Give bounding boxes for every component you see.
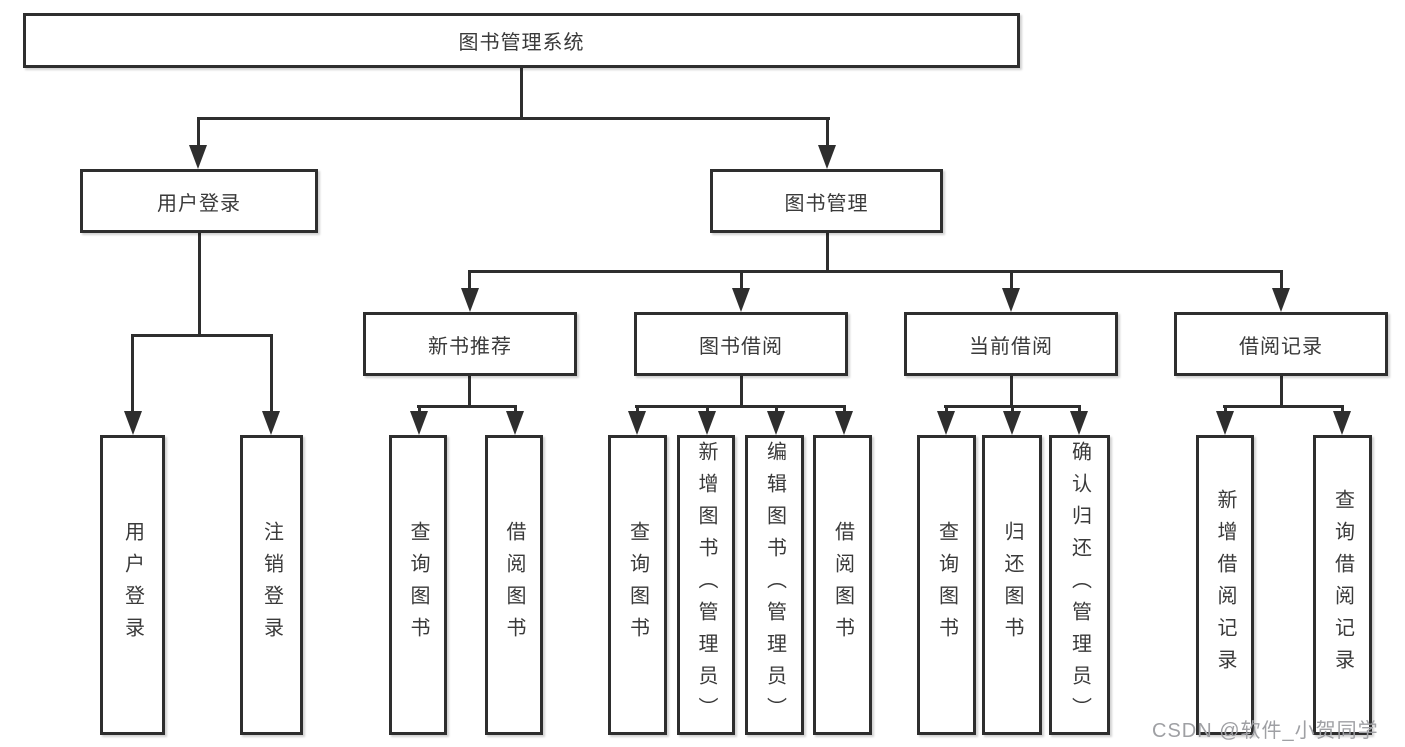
connector-line [1010, 270, 1013, 290]
node-label: 确认归还（管理员） [1068, 441, 1091, 729]
arrow-down-icon [410, 411, 428, 435]
connector-line [197, 117, 200, 147]
connector-line [775, 405, 778, 413]
connector-line [635, 405, 846, 408]
node-label: 注销登录 [260, 521, 283, 649]
arrow-down-icon [189, 145, 207, 169]
node-search-books-2: 查询图书 [608, 435, 667, 735]
arrow-down-icon [835, 411, 853, 435]
arrow-down-icon [1272, 288, 1290, 312]
connector-line [1341, 405, 1344, 413]
node-search-books-3: 查询图书 [917, 435, 976, 735]
connector-line [418, 405, 421, 413]
connector-line [1280, 270, 1283, 290]
node-label: 当前借阅 [969, 335, 1053, 358]
connector-line [1280, 376, 1283, 408]
node-user-login-leaf: 用户登录 [100, 435, 165, 735]
arrow-down-icon [732, 288, 750, 312]
connector-line [740, 376, 743, 408]
connector-line [740, 270, 743, 290]
arrow-down-icon [818, 145, 836, 169]
node-label: 归还图书 [1001, 521, 1023, 649]
connector-line [270, 334, 273, 413]
node-confirm-return-admin: 确认归还（管理员） [1049, 435, 1110, 735]
connector-line [636, 405, 639, 413]
connector-line [945, 405, 948, 413]
arrow-down-icon [1333, 411, 1351, 435]
node-label: 借阅图书 [503, 521, 525, 649]
node-search-books-1: 查询图书 [389, 435, 447, 735]
connector-line [131, 334, 134, 413]
node-new-book-recommendation: 新书推荐 [363, 312, 577, 376]
node-label: 借阅图书 [831, 521, 854, 649]
arrow-down-icon [698, 411, 716, 435]
arrow-down-icon [1003, 411, 1021, 435]
arrow-down-icon [262, 411, 280, 435]
connector-line [514, 405, 517, 413]
node-user-login: 用户登录 [80, 169, 318, 233]
node-logout: 注销登录 [240, 435, 303, 735]
node-label: 查询图书 [935, 521, 958, 649]
connector-line [706, 405, 709, 413]
node-add-book-admin: 新增图书（管理员） [677, 435, 735, 735]
arrow-down-icon [124, 411, 142, 435]
arrow-down-icon [767, 411, 785, 435]
node-label: 新增图书（管理员） [695, 441, 717, 729]
arrow-down-icon [628, 411, 646, 435]
node-library-management-system: 图书管理系统 [23, 13, 1020, 68]
connector-line [826, 233, 829, 273]
connector-line [843, 405, 846, 413]
node-label: 新书推荐 [428, 335, 512, 358]
connector-line [468, 270, 471, 290]
arrow-down-icon [1216, 411, 1234, 435]
arrow-down-icon [461, 288, 479, 312]
arrow-down-icon [1070, 411, 1088, 435]
node-label: 借阅记录 [1239, 335, 1323, 358]
connector-line [1223, 405, 1344, 408]
node-borrow-books-1: 借阅图书 [485, 435, 543, 735]
arrow-down-icon [1002, 288, 1020, 312]
node-label: 图书管理 [784, 192, 869, 215]
connector-line [468, 376, 471, 408]
connector-line [131, 334, 273, 337]
node-label: 查询图书 [407, 521, 429, 649]
node-book-borrowing: 图书借阅 [634, 312, 848, 376]
node-edit-book-admin: 编辑图书（管理员） [745, 435, 804, 735]
node-label: 新增借阅记录 [1214, 489, 1236, 681]
connector-line [197, 117, 830, 120]
node-label: 用户登录 [121, 521, 144, 649]
connector-line [417, 405, 517, 408]
connector-line [468, 270, 1283, 273]
connector-line [1224, 405, 1227, 413]
connector-line [1078, 405, 1081, 413]
node-book-management: 图书管理 [710, 169, 943, 233]
connector-line [1010, 376, 1013, 408]
node-label: 查询图书 [626, 521, 649, 649]
node-search-borrow-record: 查询借阅记录 [1313, 435, 1372, 735]
node-label: 用户登录 [157, 192, 241, 215]
arrow-down-icon [937, 411, 955, 435]
node-label: 图书管理系统 [458, 32, 585, 54]
node-label: 编辑图书（管理员） [763, 441, 786, 729]
node-return-books: 归还图书 [982, 435, 1042, 735]
csdn-watermark: CSDN @软件_小贺同学 [1152, 720, 1379, 742]
connector-line [1011, 405, 1014, 413]
node-add-borrow-record: 新增借阅记录 [1196, 435, 1254, 735]
connector-line [826, 117, 829, 147]
arrow-down-icon [506, 411, 524, 435]
connector-line [520, 68, 523, 120]
node-label: 查询借阅记录 [1331, 489, 1354, 681]
node-borrowing-records: 借阅记录 [1174, 312, 1388, 376]
node-borrow-books-2: 借阅图书 [813, 435, 872, 735]
node-current-borrowing: 当前借阅 [904, 312, 1118, 376]
node-label: 图书借阅 [699, 335, 783, 358]
connector-line [198, 233, 201, 337]
